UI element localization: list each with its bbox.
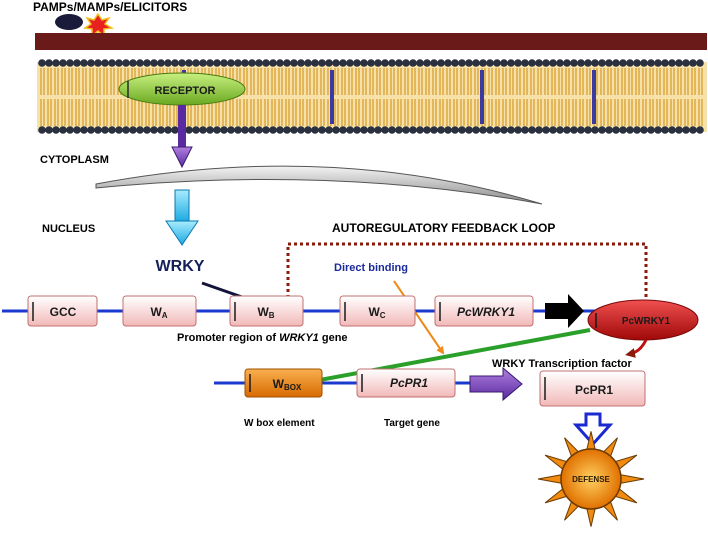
wa-element-box: WA xyxy=(122,295,197,327)
elicitor-icons xyxy=(55,12,115,38)
promoter-caption: Promoter region of WRKY1 gene xyxy=(177,332,348,344)
gcc-element-box: GCC xyxy=(27,295,98,327)
wb-main-label: W xyxy=(257,305,269,319)
pcwrky1-protein-label: PcWRKY1 xyxy=(622,316,671,327)
svg-text:WBOX: WBOX xyxy=(273,377,302,392)
feedback-loop-label: AUTOREGULATORY FEEDBACK LOOP xyxy=(332,221,555,235)
sun-ray xyxy=(620,474,645,484)
w-box-element-label: W box element xyxy=(244,418,315,429)
cell-wall xyxy=(35,33,707,50)
pcwrky1-gene-box: PcWRKY1 xyxy=(434,295,534,327)
svg-text:WA: WA xyxy=(150,305,167,320)
wbox-main-label: W xyxy=(273,377,285,391)
defense-label: DEFENSE xyxy=(572,475,610,484)
pcpr1-protein-box: PcPR1 xyxy=(539,370,646,407)
pcpr1-gene-box: PcPR1 xyxy=(356,368,456,398)
nuclear-import-arrow xyxy=(165,189,199,246)
cytoplasm-label: CYTOPLASM xyxy=(40,154,109,166)
defense-sun: DEFENSE xyxy=(537,431,645,527)
wc-main-label: W xyxy=(368,305,380,319)
tf-binding-arrow xyxy=(306,328,591,387)
svg-text:WB: WB xyxy=(257,305,274,320)
nuclear-envelope xyxy=(95,165,543,205)
gcc-label: GCC xyxy=(50,305,77,319)
wa-main-label: W xyxy=(150,305,162,319)
receptor-signal-arrow xyxy=(171,105,193,169)
membrane-protein xyxy=(480,70,484,124)
svg-text:WC: WC xyxy=(368,305,385,320)
receptor-label: RECEPTOR xyxy=(155,85,216,97)
plasma-membrane xyxy=(37,59,707,134)
wrky-tf-label: WRKY Transcription factor xyxy=(492,358,632,370)
direct-binding-label: Direct binding xyxy=(334,262,408,274)
wbox-sub-label: BOX xyxy=(284,383,302,392)
pcpr1-gene-label: PcPR1 xyxy=(390,376,428,390)
wb-element-box: WB xyxy=(229,295,304,327)
membrane-protein xyxy=(330,70,334,124)
feedback-loop-path xyxy=(283,242,648,317)
sun-ray xyxy=(537,474,562,484)
elicitors-label: PAMPs/MAMPs/ELICITORS xyxy=(33,0,187,14)
pcwrky1-protein-oval xyxy=(587,299,699,341)
wb-sub-label: B xyxy=(269,311,275,320)
pcwrky1-gene-label: PcWRKY1 xyxy=(457,305,515,319)
wrky-label: WRKY xyxy=(156,258,205,275)
wbox-element-box: WBOX xyxy=(244,368,323,398)
pcpr1-expression-arrow xyxy=(469,366,523,402)
nucleus-label: NUCLEUS xyxy=(42,223,95,235)
target-gene-label: Target gene xyxy=(384,418,440,429)
wc-sub-label: C xyxy=(380,311,386,320)
pcwrky1-tail xyxy=(625,339,648,358)
defense-induction-arrow xyxy=(572,412,614,447)
elicitor-burst-icon xyxy=(82,12,115,38)
pamp-oval-icon xyxy=(55,14,83,30)
wa-sub-label: A xyxy=(162,311,168,320)
membrane-protein xyxy=(592,70,596,124)
pcpr1-protein-label: PcPR1 xyxy=(575,383,613,397)
expression-arrow xyxy=(545,294,584,328)
wc-element-box: WC xyxy=(339,295,416,327)
direct-binding-arrow xyxy=(393,280,445,355)
